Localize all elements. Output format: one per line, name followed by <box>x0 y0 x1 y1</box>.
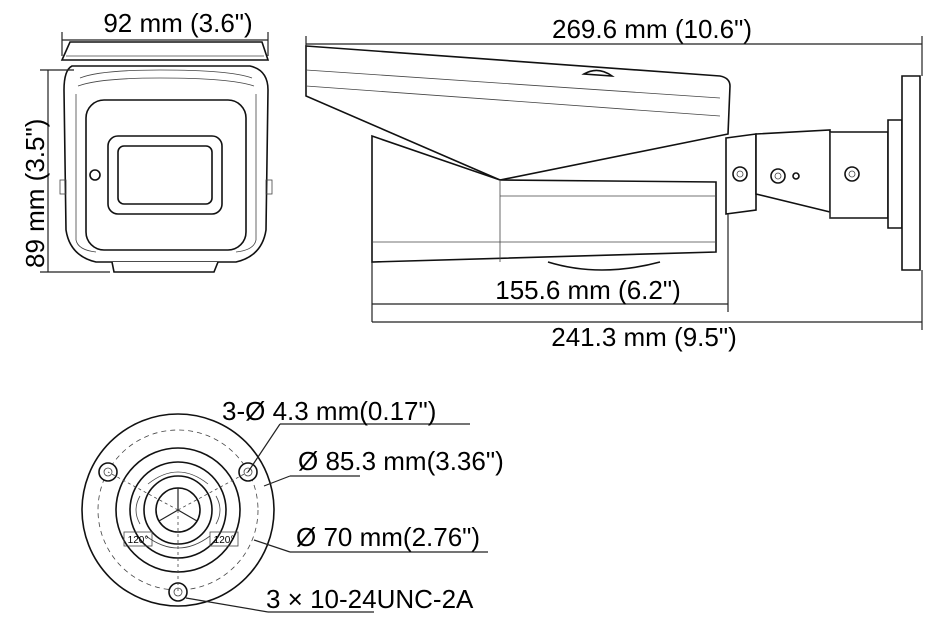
base-view: 120° 120° <box>81 413 275 607</box>
outer-diameter-label: Ø 85.3 mm(3.36") <box>298 446 504 476</box>
side-overall-label: 241.3 mm (9.5") <box>551 322 737 352</box>
side-overall-dimension: 241.3 mm (9.5") <box>372 270 923 352</box>
side-total-dimension: 269.6 mm (10.6") <box>305 14 923 76</box>
side-body-label: 155.6 mm (6.2") <box>495 275 681 305</box>
angle-left-label: 120° <box>128 535 149 546</box>
side-view <box>305 45 921 271</box>
front-width-dimension: 92 mm (3.6") <box>61 8 269 56</box>
front-view <box>59 41 273 273</box>
base-callouts: 3-Ø 4.3 mm(0.17") Ø 85.3 mm(3.36") Ø 70 … <box>185 396 504 614</box>
bolt-circle-label: Ø 70 mm(2.76") <box>296 522 480 552</box>
side-body-dimension: 155.6 mm (6.2") <box>371 214 729 322</box>
angle-right-label: 120° <box>214 535 235 546</box>
side-total-label: 269.6 mm (10.6") <box>552 14 752 44</box>
screw-holes-label: 3-Ø 4.3 mm(0.17") <box>222 396 436 426</box>
thread-label: 3 × 10-24UNC-2A <box>266 584 474 614</box>
front-height-label: 89 mm (3.5") <box>20 119 50 268</box>
front-height-dimension: 89 mm (3.5") <box>20 69 110 273</box>
front-width-label: 92 mm (3.6") <box>103 8 252 38</box>
